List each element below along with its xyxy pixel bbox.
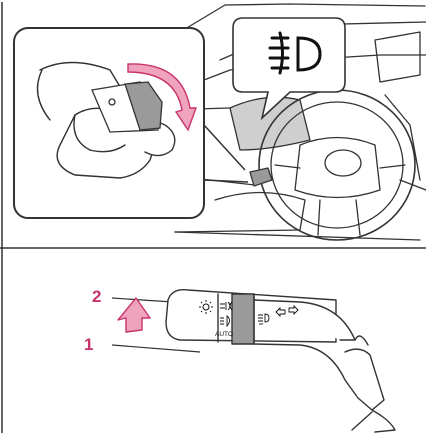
combination-switch-lever <box>166 290 395 432</box>
step-1-label: 1 <box>84 335 93 354</box>
auto-label: AUTO <box>215 331 233 338</box>
up-arrow-icon <box>118 298 150 332</box>
step-2-label: 2 <box>92 287 101 306</box>
